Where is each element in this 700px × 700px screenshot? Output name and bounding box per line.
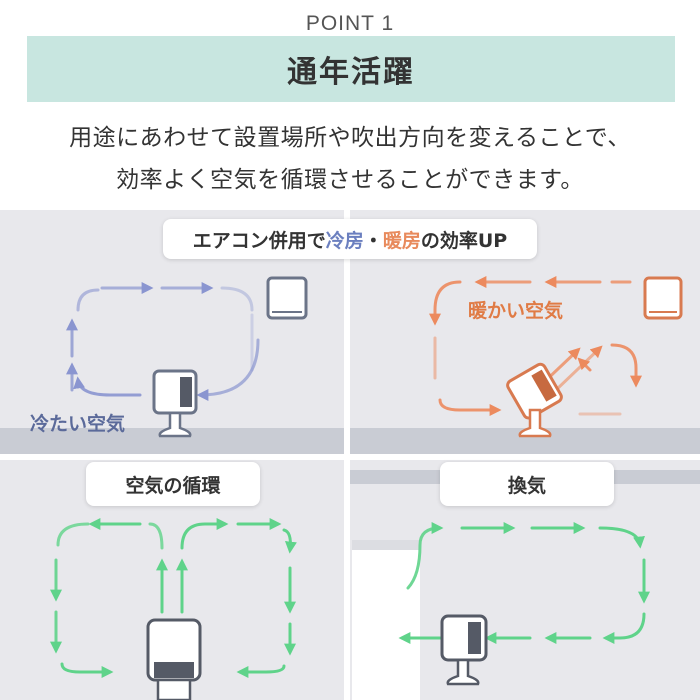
pill-separator: ・ (363, 229, 383, 252)
window-sill (352, 540, 420, 550)
pill-prefix: エアコン併用で (192, 229, 326, 252)
fan-stand (518, 408, 552, 438)
description-line-1: 用途にあわせて設置場所や吹出方向を変えることで、 (69, 125, 631, 151)
aircon-efficiency-pill: エアコン併用で冷房・暖房の効率UP (163, 219, 537, 259)
ventilation-pill: 換気 (440, 462, 614, 506)
circulation-pill: 空気の循環 (86, 462, 260, 506)
circulator-fan-icon (440, 614, 488, 686)
circulator-fan-icon (506, 362, 563, 420)
illustration-panels (0, 210, 700, 700)
cool-air-label: 冷たい空気 (30, 413, 126, 435)
pill-suffix: の効率UP (420, 229, 508, 252)
warm-air-label: 暖かい空気 (468, 300, 564, 322)
pill-heating: 暖房 (382, 229, 421, 252)
description-line-2: 効率よく空気を循環させることができます。 (116, 167, 584, 193)
title-band: 通年活躍 (27, 36, 675, 102)
ventilation-arrows (398, 522, 650, 644)
air-conditioner-icon (266, 276, 308, 320)
air-conditioner-icon (643, 276, 683, 320)
window-opening (352, 540, 420, 700)
page-title: 通年活躍 (287, 55, 415, 90)
point-label: POINT 1 (305, 12, 395, 35)
pill-cooling: 冷房 (325, 229, 364, 252)
circulator-fan-icon (146, 618, 202, 700)
circulator-fan-icon (152, 369, 198, 438)
cool-air-arrows (66, 282, 260, 401)
circulation-arrows (50, 518, 297, 678)
